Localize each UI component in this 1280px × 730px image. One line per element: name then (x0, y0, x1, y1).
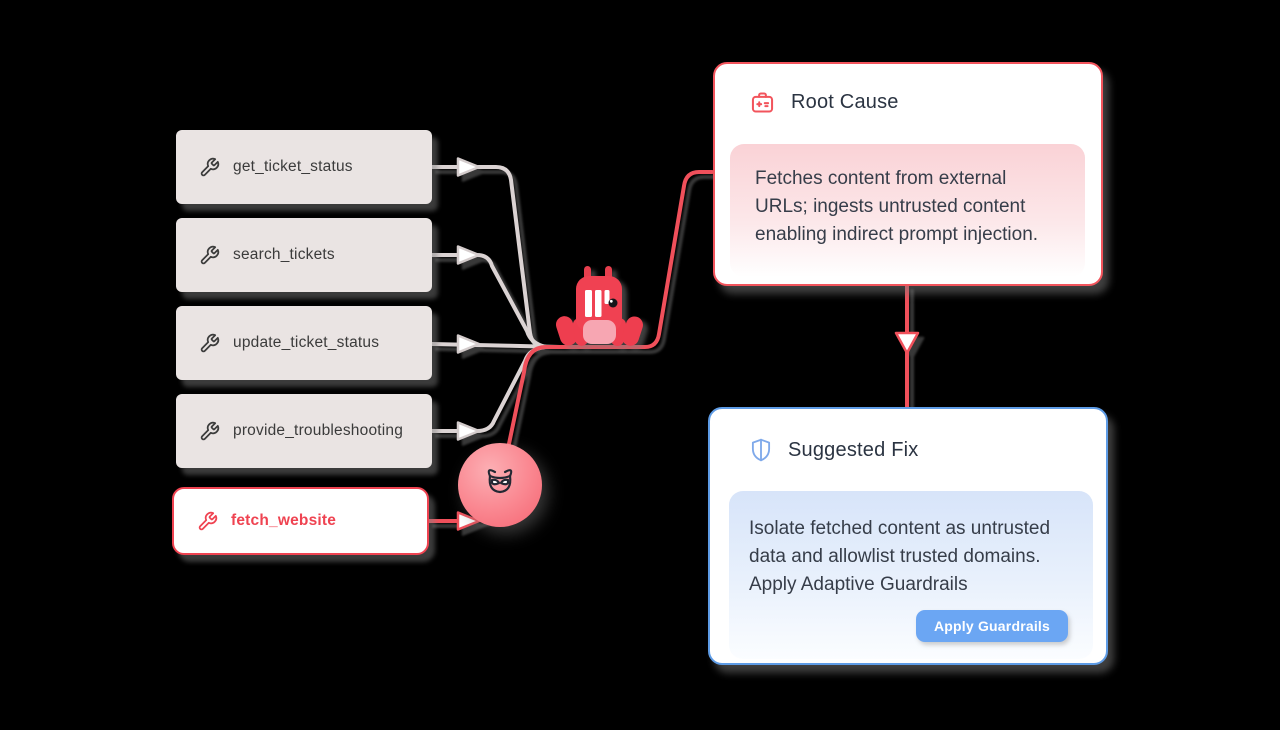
wrench-icon (197, 511, 218, 532)
tool-node-provide-troubleshooting[interactable]: provide_troubleshooting (176, 394, 432, 468)
wrench-icon (199, 421, 220, 442)
crab-robot-mascot (555, 266, 643, 346)
root-cause-header: Root Cause (715, 64, 1101, 116)
tool-label: get_ticket_status (233, 158, 353, 175)
arrowhead-down-to-fix (894, 331, 920, 355)
root-cause-body: Fetches content from external URLs; inge… (755, 168, 1039, 245)
root-cause-card: Root Cause Fetches content from external… (713, 62, 1103, 286)
tool-label: provide_troubleshooting (233, 422, 404, 439)
apply-guardrails-button[interactable]: Apply Guardrails (915, 610, 1068, 642)
edge-search-tickets (430, 253, 548, 349)
suggested-fix-header: Suggested Fix (710, 409, 1106, 465)
arrowhead-get-ticket-status (456, 157, 481, 177)
tool-node-search-tickets[interactable]: search_tickets (176, 218, 432, 292)
tool-node-get-ticket-status[interactable]: get_ticket_status (176, 130, 432, 204)
diagnosis-kit-icon (751, 92, 774, 113)
wrench-icon (199, 333, 220, 354)
wrench-icon (199, 157, 220, 178)
tool-node-update-ticket-status[interactable]: update_ticket_status (176, 306, 432, 380)
suggested-fix-card: Suggested Fix Isolate fetched content as… (708, 407, 1108, 665)
suggested-fix-body: Isolate fetched content as untrusted dat… (749, 518, 1051, 595)
arrowhead-fetch-website (456, 511, 481, 531)
tool-label: search_tickets (233, 246, 335, 263)
tool-label: fetch_website (231, 512, 337, 529)
attacker-circle (458, 443, 542, 527)
arrowhead-search-tickets (456, 245, 481, 265)
arrowhead-update-ticket-status (456, 334, 481, 354)
devil-icon (487, 469, 513, 494)
suggested-fix-title: Suggested Fix (788, 438, 919, 461)
suggested-fix-panel: Isolate fetched content as untrusted dat… (729, 491, 1093, 659)
arrowhead-provide-troubleshooting (456, 421, 481, 441)
root-cause-title: Root Cause (791, 91, 899, 113)
root-cause-panel: Fetches content from external URLs; inge… (730, 144, 1085, 277)
tool-node-fetch-website[interactable]: fetch_website (172, 487, 429, 555)
shield-icon (751, 438, 771, 462)
tool-label: update_ticket_status (233, 334, 380, 351)
wrench-icon (199, 245, 220, 266)
